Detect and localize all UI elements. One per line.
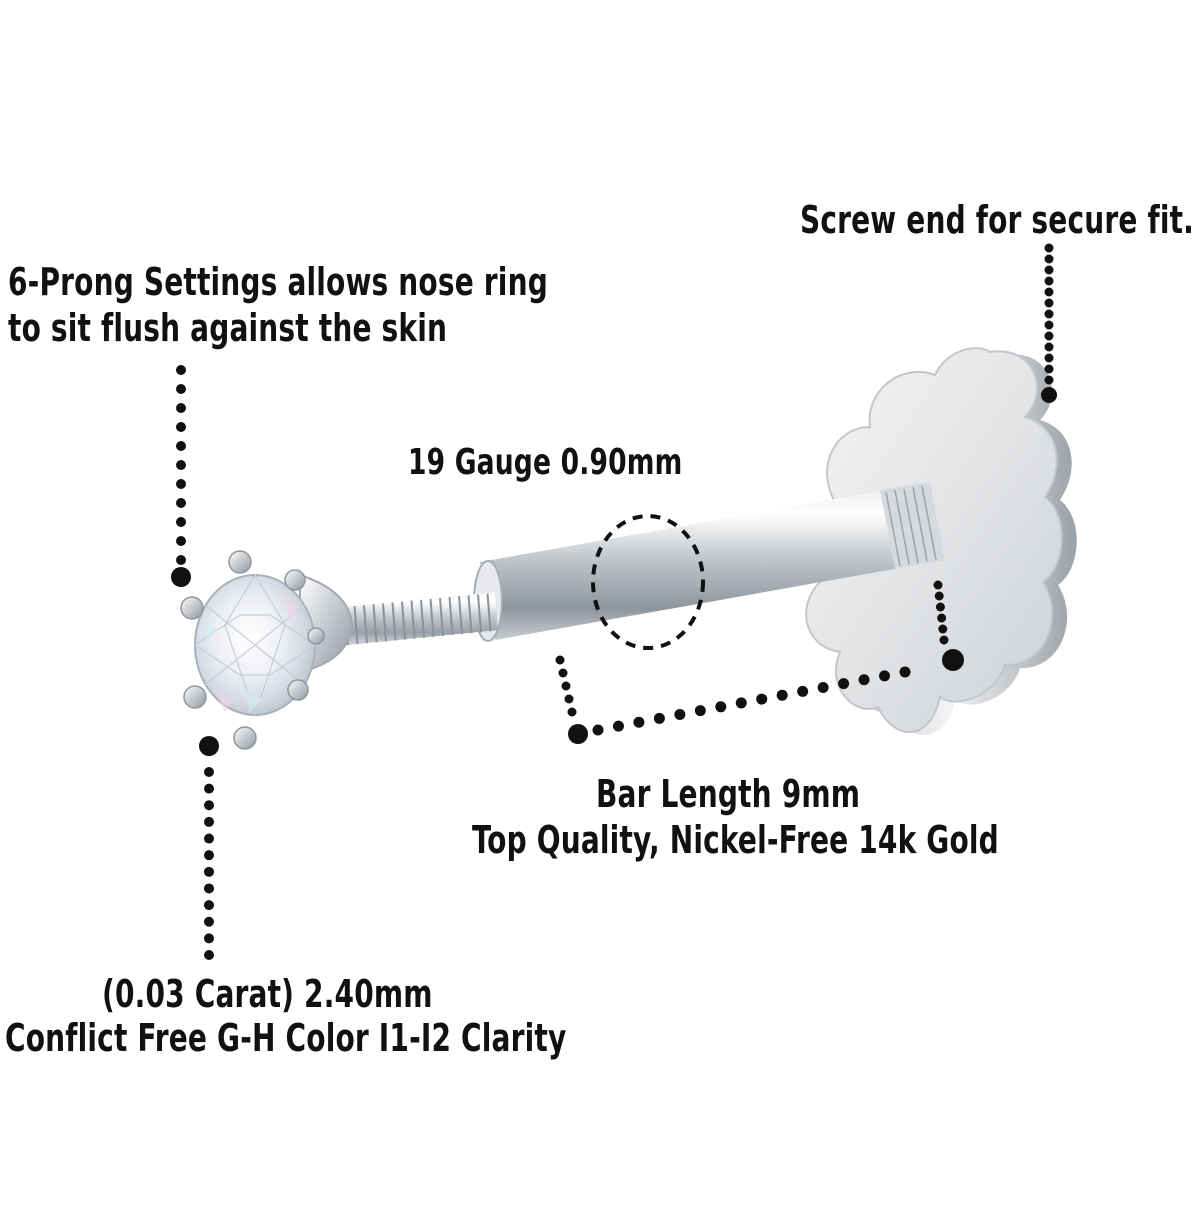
prongs xyxy=(180,550,325,750)
prong-setting-label-line2: to sit flush against the skin xyxy=(8,306,448,350)
dotted-leader-lines xyxy=(171,243,1057,960)
screw-thread xyxy=(335,592,498,646)
gauge-marker-circle xyxy=(591,514,705,650)
screw-end-label: Screw end for secure fit. xyxy=(800,198,1194,242)
carat-size-label: (0.03 Carat) 2.40mm xyxy=(102,972,433,1016)
diamond-gem xyxy=(193,573,317,717)
prong-setting-label-line1: 6-Prong Settings allows nose ring xyxy=(8,260,548,304)
material-label: Top Quality, Nickel-Free 14k Gold xyxy=(472,818,999,862)
diamond-quality-label: Conflict Free G-H Color I1-I2 Clarity xyxy=(5,1016,567,1060)
bar-length-label: Bar Length 9mm xyxy=(596,772,861,816)
gauge-label: 19 Gauge 0.90mm xyxy=(408,442,683,483)
